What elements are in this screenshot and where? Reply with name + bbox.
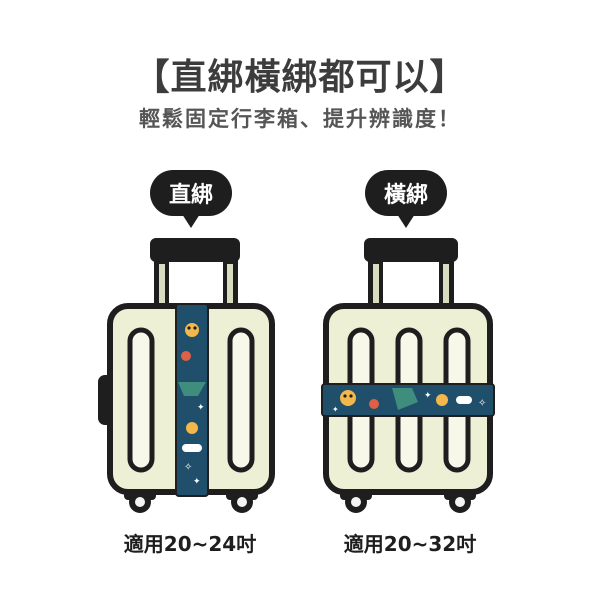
svg-text:✦: ✦ [332,405,339,414]
right-speech-bubble: 橫綁 [365,170,447,228]
left-size-label: 適用20~24吋 [123,532,257,556]
right-size-label: 適用20~32吋 [343,532,477,556]
svg-text:✦: ✦ [193,477,201,487]
right-suitcase: 橫綁 ✦ ✧ ✦ [321,170,495,513]
page-title: 【直綁橫綁都可以】 [133,57,467,98]
svg-text:✧: ✧ [478,398,486,409]
vertical-strap: ✦ ✧ ✦ [175,303,209,497]
right-bubble-label: 橫綁 [384,182,428,208]
svg-text:✦: ✦ [197,403,205,413]
left-bubble-label: 直綁 [169,182,213,208]
svg-text:✧: ✧ [184,462,192,473]
left-suitcase: 直綁 ✦ ✧ ✦ [98,170,275,513]
horizontal-strap: ✦ ✧ ✦ [321,383,495,417]
left-handle [150,238,240,262]
page-subtitle: 輕鬆固定行李箱、提升辨識度！ [139,107,461,131]
svg-text:✦: ✦ [424,391,432,401]
right-handle [364,238,458,262]
left-speech-bubble: 直綁 [150,170,232,228]
